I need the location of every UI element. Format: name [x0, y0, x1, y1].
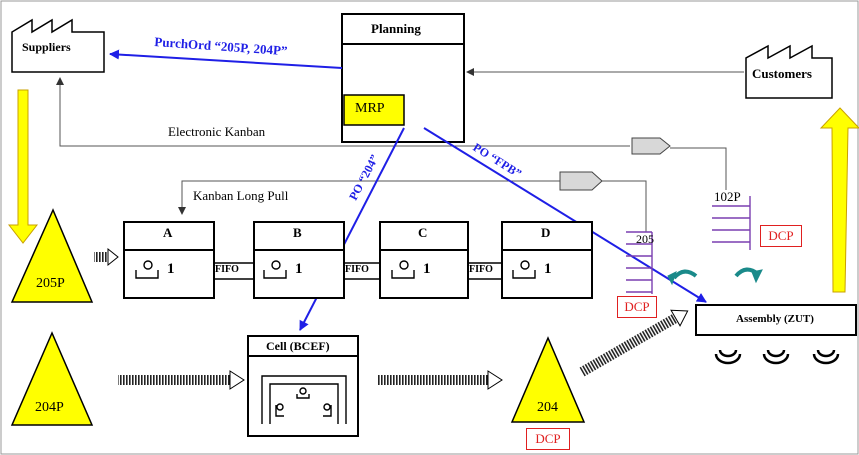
inventory-205p-label: 205P [36, 276, 65, 291]
push-arrow-205p-body [94, 252, 108, 262]
dcp-badge-204: DCP [526, 428, 570, 450]
kanban-long-pull-card-icon [559, 171, 603, 191]
process-b-label: B [293, 225, 302, 240]
inventory-205p-triangle [10, 208, 94, 303]
kanban-post-205 [626, 231, 653, 294]
customers-label: Customers [752, 66, 812, 81]
fifo-label-b-c: FIFO [345, 264, 369, 275]
operator-icon [512, 260, 536, 279]
process-b-box [253, 221, 345, 299]
kanban-102p-label: 102P [714, 189, 741, 204]
kanban-long-pull-line [178, 180, 560, 215]
suppliers-label: Suppliers [22, 40, 71, 54]
operator-count-a: 1 [167, 261, 175, 277]
electronic-kanban-line [56, 77, 630, 147]
kanban-long-pull-line-right [602, 180, 647, 232]
operator-count-d: 1 [544, 261, 552, 277]
purch-ord-arrow [109, 49, 343, 69]
push-arrow-205p-head [107, 247, 119, 267]
electronic-kanban-line-right [670, 147, 727, 190]
cell-bcef-box [247, 335, 359, 437]
kanban-205-label: 205 [636, 232, 654, 246]
mrp-box [343, 94, 405, 126]
process-d-box [501, 221, 593, 299]
assembly-zut-box [695, 304, 857, 336]
withdrawal-cycle-icon [734, 267, 763, 284]
process-d-label: D [541, 225, 551, 240]
assembly-operators-icon [714, 349, 840, 365]
inventory-204-label: 204 [537, 400, 558, 415]
process-c-box [379, 221, 469, 299]
dcp-badge-102p: DCP [760, 225, 802, 247]
fifo-lane-c-d [468, 262, 502, 280]
process-a-box [123, 221, 215, 299]
process-a-label: A [163, 225, 173, 240]
planning-label: Planning [371, 21, 421, 36]
inventory-204-triangle [510, 336, 586, 423]
cell-label: Cell (BCEF) [266, 339, 330, 353]
operator-icon [135, 260, 159, 279]
assembly-label: Assembly (ZUT) [736, 313, 814, 325]
process-c-label: C [418, 225, 428, 240]
inventory-204p-label: 204P [35, 400, 64, 415]
fifo-lane-b-c [344, 262, 380, 280]
electronic-kanban-card-icon [631, 137, 671, 155]
withdrawal-cycle-icon [667, 269, 698, 286]
suppliers-factory-icon [11, 18, 105, 73]
fifo-label-c-d: FIFO [469, 264, 493, 275]
operator-count-c: 1 [423, 261, 431, 277]
inventory-204p-triangle [10, 331, 94, 426]
operator-icon [391, 260, 415, 279]
push-arrow-204p-cell-body [118, 375, 230, 385]
mrp-label: MRP [355, 101, 385, 116]
electronic-kanban-label: Electronic Kanban [168, 124, 266, 139]
operator-icon [263, 260, 287, 279]
push-arrow-cell-204-body [378, 375, 488, 385]
fifo-lane-a-b [214, 262, 254, 280]
kanban-long-pull-label: Kanban Long Pull [193, 188, 289, 203]
push-arrow-cell-204-head [487, 370, 503, 390]
kanban-post-102p [712, 196, 751, 250]
po-fpb-arrow [423, 127, 707, 303]
customer-shipment-arrow-icon [819, 107, 859, 293]
dcp-badge-205: DCP [617, 296, 657, 318]
supplier-delivery-arrow-icon [7, 89, 39, 244]
push-arrow-204-assembly [579, 309, 689, 377]
fifo-label-a-b: FIFO [215, 264, 239, 275]
cell-layout-icon [261, 375, 347, 424]
push-arrow-204p-cell-head [229, 370, 245, 390]
operator-count-b: 1 [295, 261, 303, 277]
customers-factory-icon [745, 44, 833, 99]
